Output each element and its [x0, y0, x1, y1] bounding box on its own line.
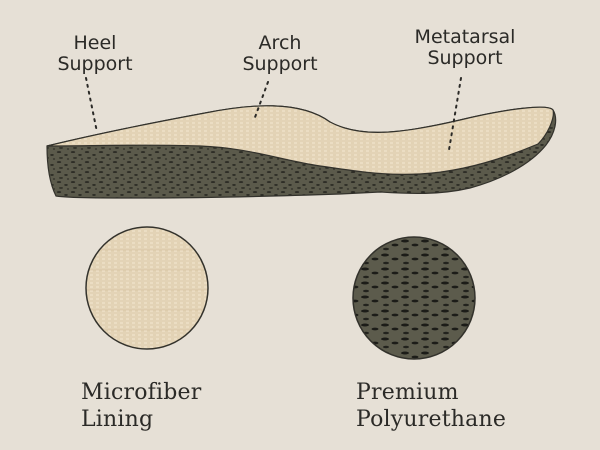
arch-leader-line — [253, 81, 269, 121]
heel-label-line2: Support — [57, 53, 133, 75]
metatarsal-label-line1: Metatarsal — [414, 26, 516, 48]
polyurethane-swatch-icon — [352, 236, 476, 360]
metatarsal-leader-line — [448, 77, 462, 151]
arch-support-label: Arch Support — [225, 33, 335, 75]
heel-label-line1: Heel — [73, 32, 117, 54]
heel-support-label: Heel Support — [40, 33, 150, 75]
polyurethane-caption: Premium Polyurethane — [356, 379, 506, 433]
polyurethane-caption-line1: Premium — [356, 380, 459, 405]
metatarsal-label-line2: Support — [427, 47, 503, 69]
arch-label-line2: Support — [242, 53, 318, 75]
insole-lining-surface — [46, 105, 554, 175]
heel-leader-line — [85, 77, 98, 133]
arch-label-line1: Arch — [258, 32, 302, 54]
microfiber-swatch-icon — [85, 226, 209, 350]
metatarsal-support-label: Metatarsal Support — [395, 27, 535, 69]
polyurethane-caption-line2: Polyurethane — [356, 407, 507, 432]
microfiber-caption-line2: Lining — [81, 407, 154, 432]
microfiber-caption-line1: Microfiber — [81, 380, 202, 405]
microfiber-caption: Microfiber Lining — [81, 379, 201, 433]
